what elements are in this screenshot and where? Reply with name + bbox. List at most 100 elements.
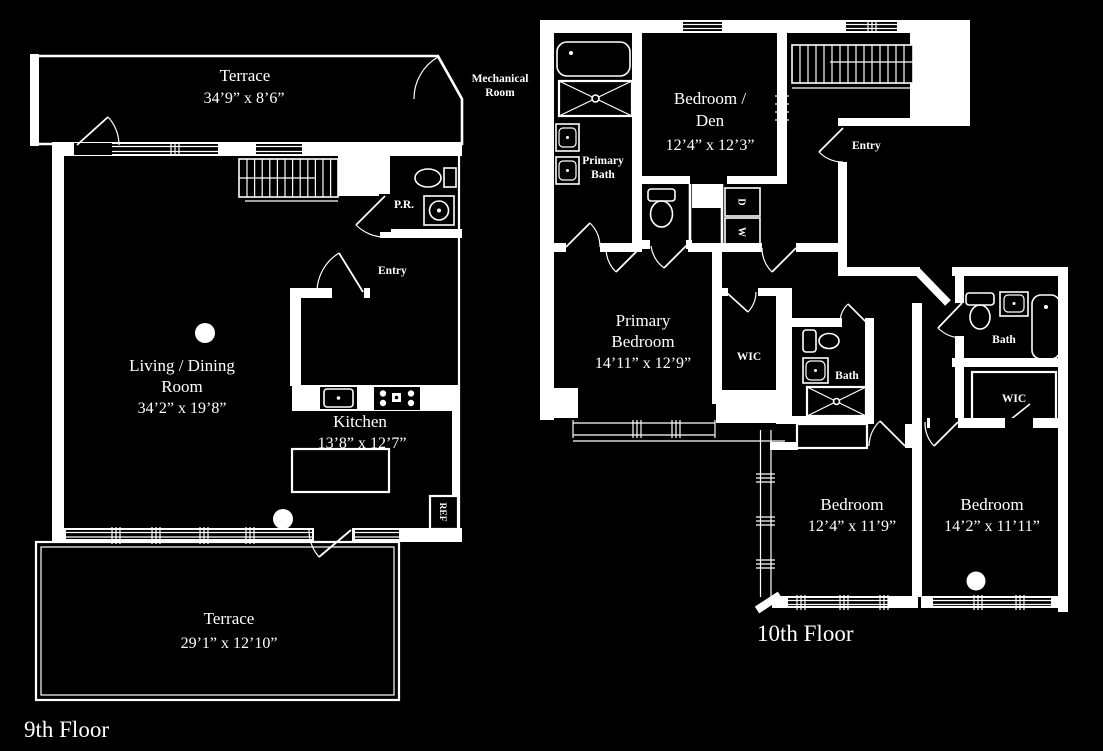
primary-bedroom-door-leaf <box>615 247 641 273</box>
terrace-top-label-group: Terrace 34’9” x 8’6” <box>204 66 285 107</box>
laundry: D W <box>720 184 761 247</box>
mechanical-room-label-1: Mechanical <box>472 73 529 85</box>
entry9-door-leaf <box>338 252 364 293</box>
floor10-plan: Entry Primary <box>540 20 1068 646</box>
west-wall <box>52 142 64 542</box>
bedroom-right-door-leaf <box>933 421 959 447</box>
sink-icon <box>555 123 580 152</box>
column-icon <box>195 323 215 343</box>
bedroom-right-dims: 14’2” x 11’11” <box>944 518 1040 535</box>
terrace-bottom-label: Terrace <box>204 609 255 628</box>
bedroom-den-label-1: Bedroom / <box>674 89 747 108</box>
entry10-door-leaf <box>818 127 844 153</box>
dryer-icon <box>724 187 761 217</box>
powder-room-label: P.R. <box>394 199 414 211</box>
closet <box>795 422 869 450</box>
ref-label: REF <box>437 503 447 522</box>
washer-icon <box>724 217 761 247</box>
bedroom-den-label-2: Den <box>696 111 725 130</box>
primary-bedroom-dims: 14’11” x 12’9” <box>595 355 691 372</box>
living-north-wall <box>52 116 462 156</box>
primary-bedroom-door-arc <box>605 247 617 273</box>
column-icon <box>273 509 293 529</box>
hall-south-wall <box>605 243 838 273</box>
kitchen-island <box>290 447 391 494</box>
primary-bedroom-label-1: Primary <box>616 311 671 330</box>
living-south-wall <box>52 527 462 558</box>
hall-door-leaf <box>771 247 797 273</box>
pr-door-leaf <box>355 195 386 226</box>
diagonal-wall <box>913 267 951 306</box>
bedroom-right-door-arc <box>924 421 935 447</box>
bedroom-left-label-group: Bedroom 12’4” x 11’9” <box>808 495 896 535</box>
toilet-icon <box>802 329 840 353</box>
bath-right-door-arc <box>937 327 963 339</box>
mechanical-door-leaf <box>437 56 463 100</box>
primary-bath-label-2: Bath <box>591 169 615 181</box>
bedroom-right-label: Bedroom <box>960 495 1023 514</box>
wic-right-closet <box>970 370 1058 424</box>
bedroom-den-dims: 12’4” x 12’3” <box>666 137 755 154</box>
bedroom-left-door-arc <box>868 420 881 447</box>
bath-center-door-arc <box>839 303 849 323</box>
wic-center: WIC <box>712 252 792 422</box>
wic-center-label: WIC <box>737 351 761 363</box>
wc-door-leaf <box>663 243 689 269</box>
kitchen-sink-icon <box>323 388 354 408</box>
terrace-top-dims: 34’9” x 8’6” <box>204 90 285 107</box>
living-dining-label-1: Living / Dining <box>129 356 235 375</box>
entry10-label: Entry <box>852 140 881 152</box>
tub-icon <box>1031 294 1061 360</box>
bedroom-left-west-windows <box>754 430 783 614</box>
bath-center-label: Bath <box>835 370 859 382</box>
bedroom-top-walls <box>770 418 1063 450</box>
primary-bedroom: Primary Bedroom 14’11” x 12’9” <box>540 311 786 442</box>
living-dining-dims: 34’2” x 19’8” <box>138 400 227 417</box>
primary-bedroom-label-2: Bedroom <box>611 332 674 351</box>
mechanical-door-arc <box>413 56 439 100</box>
mechanical-room-label-2: Room <box>485 87 515 99</box>
entry-10: Entry <box>818 127 881 163</box>
entry10-door-arc <box>818 151 844 163</box>
sink-icon <box>555 156 580 185</box>
living-dining-label-2: Room <box>161 377 203 396</box>
bedroom-left-dims: 12’4” x 11’9” <box>808 518 896 535</box>
primary-bath-label-1: Primary <box>582 155 624 167</box>
terrace2-door-arc <box>308 529 320 558</box>
floor9-plan: P.R. Entry Kitchen 13’8” x 12’7” <box>24 54 528 742</box>
sink-icon <box>414 168 442 188</box>
wc-door-arc <box>650 245 665 269</box>
bath-right-door-leaf <box>937 302 963 329</box>
primary-bath: Primary Bath <box>540 33 642 252</box>
terrace-door-arc <box>107 116 120 146</box>
terrace-top <box>30 54 464 146</box>
bedroom-left-door-leaf <box>879 420 906 447</box>
stair-landing-9 <box>338 156 384 196</box>
mechanical-room-label-group: Mechanical Room <box>472 73 529 99</box>
bedroom-den: Bedroom / Den 12’4” x 12’3” <box>642 33 789 208</box>
primary-bath-door-leaf <box>565 222 591 248</box>
entry9-label: Entry <box>378 265 407 277</box>
terrace-top-label: Terrace <box>220 66 271 85</box>
shower-icon <box>557 79 634 118</box>
refrigerator: REF <box>428 494 460 531</box>
hall-door-arc <box>761 247 773 273</box>
column-icon <box>966 571 986 591</box>
water-closet <box>632 184 692 269</box>
washer-label: W <box>736 227 747 237</box>
terrace-door-leaf <box>76 116 109 146</box>
dryer-label: D <box>736 198 747 205</box>
bedroom-right-label-group: Bedroom 14’2” x 11’11” <box>944 495 1040 535</box>
sink-icon <box>999 291 1029 317</box>
bath-right-label: Bath <box>992 334 1016 346</box>
entry9-door-arc <box>316 252 340 293</box>
toilet-icon <box>965 292 995 330</box>
kitchen-label: Kitchen <box>333 412 387 431</box>
floor10-top-windows <box>683 20 897 33</box>
terrace-bottom-dims: 29’1” x 12’10” <box>181 635 278 652</box>
wic-door-arc <box>747 291 757 313</box>
bath-center: Bath <box>776 303 874 450</box>
bedroom-divider-wall <box>912 303 922 597</box>
bedroom-south-walls <box>772 595 1068 610</box>
